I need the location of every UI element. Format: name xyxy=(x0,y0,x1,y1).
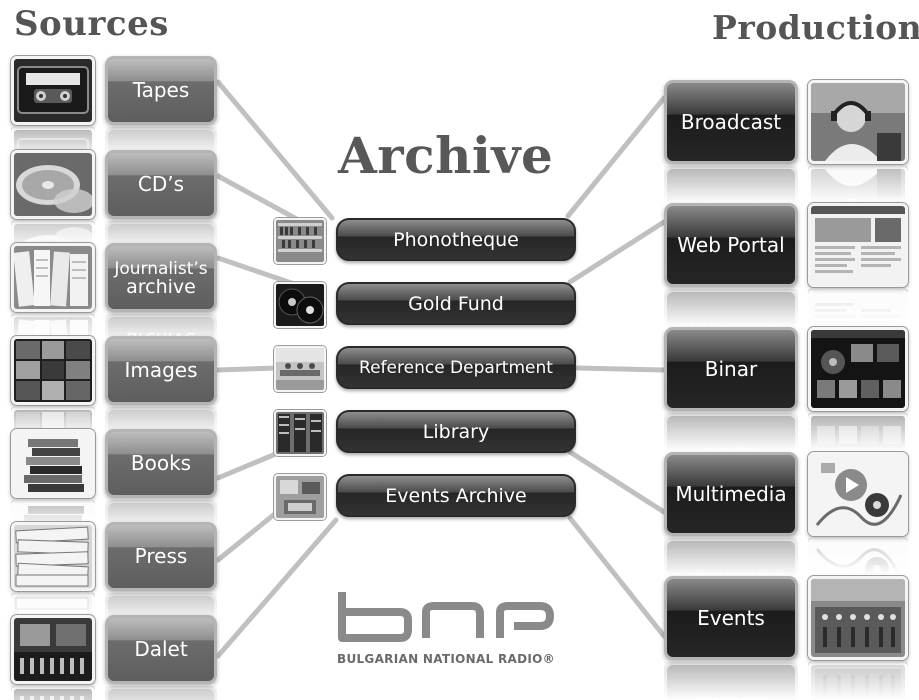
connector-binar xyxy=(575,365,667,373)
connector-dalet xyxy=(215,517,339,659)
source-cds-label: CD’s xyxy=(137,172,185,196)
exhibition-icon xyxy=(274,474,326,520)
archive-reference-department-label: Reference Department xyxy=(359,357,553,378)
source-images-label: Images xyxy=(124,358,198,382)
photos-icon xyxy=(11,336,95,405)
connector-tapes xyxy=(215,79,335,221)
connector-images xyxy=(215,365,279,373)
source-tapes-label: Tapes xyxy=(132,78,190,102)
source-press-tile[interactable]: Press xyxy=(105,522,217,591)
source-books-tile[interactable]: Books xyxy=(105,429,217,498)
bookcase-icon xyxy=(274,410,326,456)
source-cds-tile[interactable]: CD’s xyxy=(105,150,217,219)
archive-events-archive-label: Events Archive xyxy=(385,484,527,507)
compact-disc-icon xyxy=(11,150,95,219)
source-journalists-archive-tile[interactable]: Journalist’s archive xyxy=(105,243,217,312)
production-broadcast-tile[interactable]: Broadcast xyxy=(664,80,798,164)
archive-heading: Archive xyxy=(338,126,554,185)
archive-gold-fund-button[interactable]: Gold Fund xyxy=(336,282,576,325)
source-dalet-label: Dalet xyxy=(134,637,188,661)
production-web-portal-tile[interactable]: Web Portal xyxy=(664,203,798,287)
source-images-tile[interactable]: Images xyxy=(105,336,217,405)
archive-library-button[interactable]: Library xyxy=(336,410,576,453)
archive-events-archive-button[interactable]: Events Archive xyxy=(336,474,576,517)
vinyl-records-icon xyxy=(274,282,326,328)
archive-reference-department-button[interactable]: Reference Department xyxy=(336,346,576,389)
shelves-icon xyxy=(274,218,326,264)
books-icon xyxy=(11,429,95,498)
connector-cds xyxy=(215,173,305,225)
mixing-desk-icon xyxy=(808,576,908,660)
bnr-logo xyxy=(338,592,554,642)
connector-web-portal xyxy=(567,219,667,285)
archive-phonotheque-button[interactable]: Phonotheque xyxy=(336,218,576,261)
production-multimedia-label: Multimedia xyxy=(675,481,787,506)
source-dalet-tile[interactable]: Dalet xyxy=(105,615,217,684)
production-events-label: Events xyxy=(697,605,765,630)
production-events-tile[interactable]: Events xyxy=(664,576,798,660)
source-books-label: Books xyxy=(130,451,192,475)
multimedia-art-icon xyxy=(808,452,908,536)
production-heading: Production xyxy=(712,8,919,47)
logo-caption: BULGARIAN NATIONAL RADIO® xyxy=(337,652,555,666)
studio-console-icon xyxy=(11,615,95,684)
production-broadcast-label: Broadcast xyxy=(680,109,782,134)
source-journalists-archive-label-line2: archive xyxy=(126,275,196,298)
connector-broadcast xyxy=(565,95,667,219)
radio-host-icon xyxy=(808,80,908,164)
production-binar-label: Binar xyxy=(704,356,758,381)
media-player-icon xyxy=(808,327,908,411)
source-journalists-archive-label-line1: Journalist’s xyxy=(114,258,208,279)
reading-room-icon xyxy=(274,346,326,392)
connector-journalists-archive xyxy=(215,255,303,289)
production-binar-tile[interactable]: Binar xyxy=(664,327,798,411)
connector-events xyxy=(567,515,667,639)
sources-heading: Sources xyxy=(14,4,169,44)
source-tapes-tile[interactable]: Tapes xyxy=(105,56,217,125)
archive-gold-fund-label: Gold Fund xyxy=(408,292,504,315)
archive-phonotheque-label: Phonotheque xyxy=(393,228,519,251)
source-press-label: Press xyxy=(134,544,188,568)
documents-icon xyxy=(11,243,95,312)
newspapers-icon xyxy=(11,522,95,591)
cassette-tape-icon xyxy=(11,56,95,125)
archive-library-label: Library xyxy=(422,420,490,443)
production-web-portal-label: Web Portal xyxy=(677,232,785,257)
website-icon xyxy=(808,203,908,287)
connector-multimedia xyxy=(567,449,667,515)
production-multimedia-tile[interactable]: Multimedia xyxy=(664,452,798,536)
